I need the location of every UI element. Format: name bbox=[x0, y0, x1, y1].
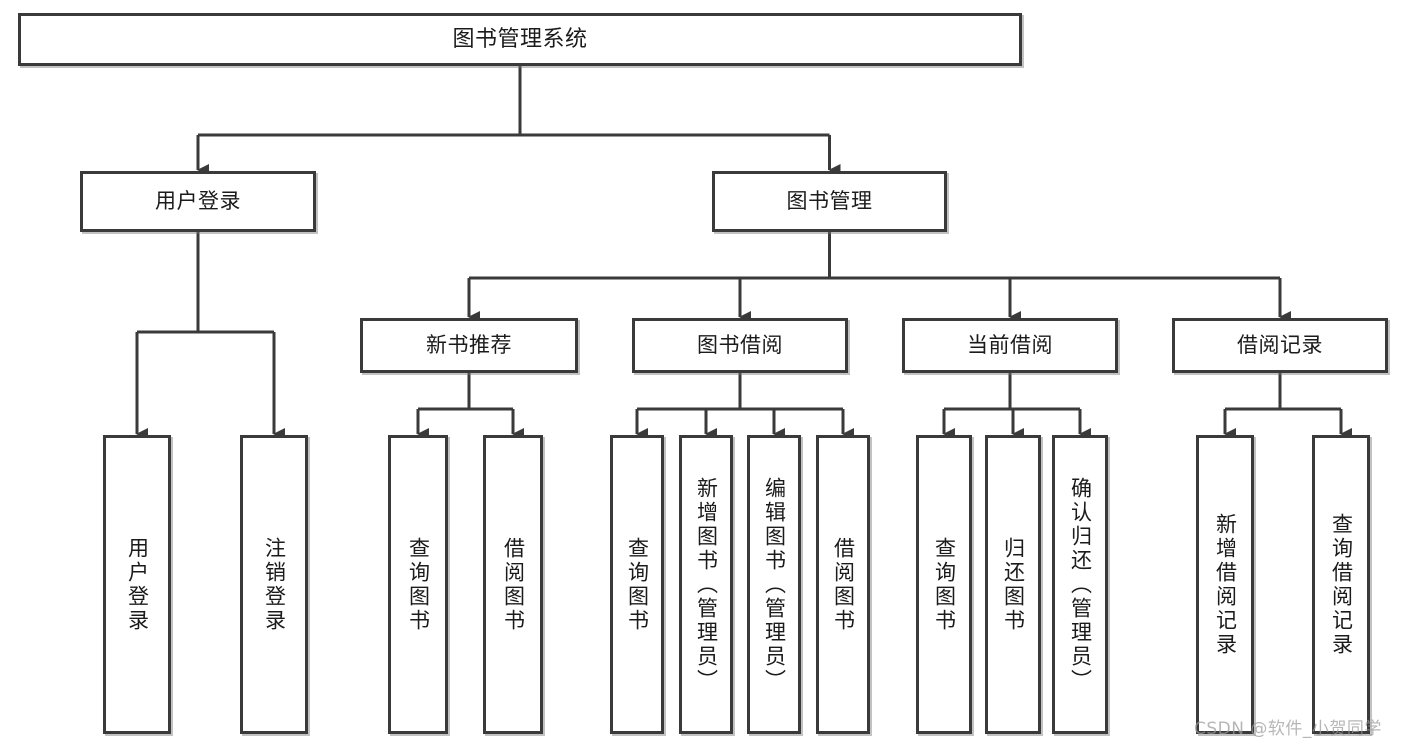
node-level3-1[interactable]: 图书借阅 bbox=[632, 318, 848, 373]
node-label: 图书管理系统 bbox=[452, 26, 588, 52]
node-leaf-10[interactable]: 确认归还（管理员） bbox=[1052, 435, 1108, 734]
node-leaf-6[interactable]: 编辑图书（管理员） bbox=[747, 435, 801, 734]
node-label: 编辑图书（管理员） bbox=[762, 476, 787, 693]
node-label: 用户登录 bbox=[155, 189, 241, 214]
node-label: 借阅图书 bbox=[501, 536, 526, 633]
node-leaf-1[interactable]: 注销登录 bbox=[240, 435, 308, 734]
node-label: 借阅记录 bbox=[1237, 333, 1323, 358]
node-leaf-0[interactable]: 用户登录 bbox=[103, 435, 171, 734]
node-level2-0[interactable]: 用户登录 bbox=[80, 171, 316, 232]
node-label: 注销登录 bbox=[262, 536, 287, 633]
node-leaf-3[interactable]: 借阅图书 bbox=[483, 435, 543, 734]
node-leaf-7[interactable]: 借阅图书 bbox=[816, 435, 870, 734]
node-leaf-8[interactable]: 查询图书 bbox=[916, 435, 972, 734]
node-label: 新增借阅记录 bbox=[1213, 512, 1238, 657]
node-level3-3[interactable]: 借阅记录 bbox=[1172, 318, 1388, 373]
node-label: 查询图书 bbox=[932, 536, 957, 633]
node-label: 图书管理 bbox=[786, 189, 873, 214]
node-leaf-2[interactable]: 查询图书 bbox=[388, 435, 448, 734]
node-label: 新增图书（管理员） bbox=[694, 476, 719, 693]
node-leaf-4[interactable]: 查询图书 bbox=[610, 435, 664, 734]
node-leaf-5[interactable]: 新增图书（管理员） bbox=[679, 435, 733, 734]
node-label: 查询借阅记录 bbox=[1329, 512, 1354, 657]
node-label: 借阅图书 bbox=[831, 536, 856, 633]
node-label: 新书推荐 bbox=[426, 333, 512, 358]
node-label: 用户登录 bbox=[125, 536, 150, 633]
node-leaf-9[interactable]: 归还图书 bbox=[985, 435, 1041, 734]
node-label: 归还图书 bbox=[1001, 536, 1026, 633]
node-level3-2[interactable]: 当前借阅 bbox=[902, 318, 1118, 373]
node-leaf-11[interactable]: 新增借阅记录 bbox=[1196, 435, 1254, 734]
node-label: 图书借阅 bbox=[697, 333, 783, 358]
node-label: 查询图书 bbox=[406, 536, 431, 633]
node-level2-1[interactable]: 图书管理 bbox=[712, 171, 947, 232]
node-label: 当前借阅 bbox=[967, 333, 1053, 358]
node-label: 查询图书 bbox=[625, 536, 650, 633]
node-leaf-12[interactable]: 查询借阅记录 bbox=[1312, 435, 1370, 734]
node-label: 确认归还（管理员） bbox=[1068, 476, 1093, 693]
node-level3-0[interactable]: 新书推荐 bbox=[360, 318, 578, 373]
node-root-图书管理系统[interactable]: 图书管理系统 bbox=[18, 13, 1022, 66]
